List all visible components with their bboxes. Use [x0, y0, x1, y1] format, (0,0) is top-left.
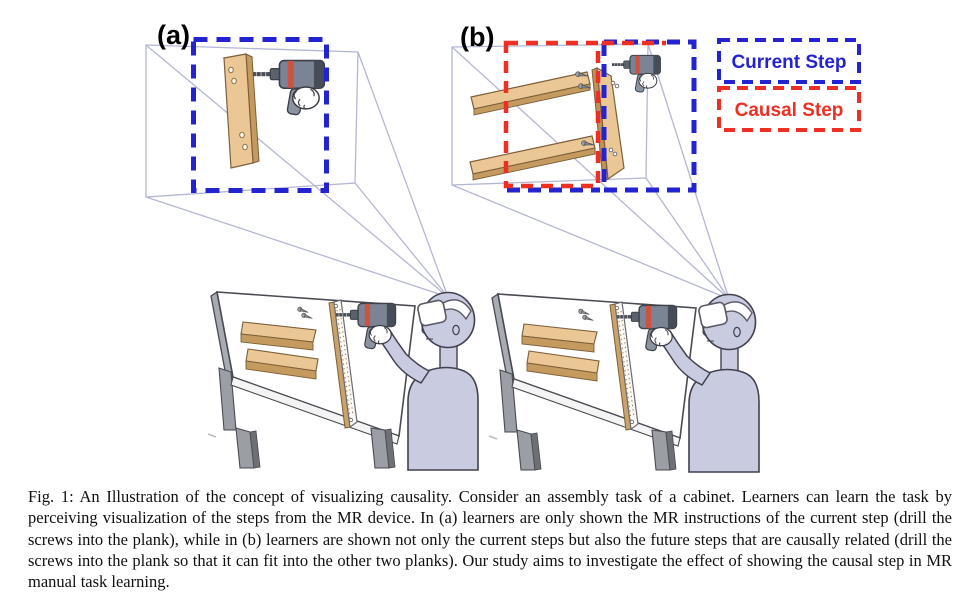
legend-causal-step-box	[717, 86, 861, 132]
causal-step-box-b	[503, 40, 601, 189]
panel-a-label: (a)	[157, 20, 190, 50]
legend: Current Step Causal Step	[717, 38, 861, 132]
drill-icon	[252, 59, 326, 117]
projection-rays-a	[145, 44, 449, 298]
projection-rays-b	[451, 43, 730, 300]
workstation-left	[208, 292, 478, 470]
current-step-box-a	[191, 37, 329, 193]
legend-current-step-label: Current Step	[731, 52, 846, 73]
legend-current-step-box	[717, 38, 861, 84]
workstation-right	[489, 294, 759, 472]
inset-b-content	[469, 54, 661, 182]
drill-icon	[611, 54, 661, 94]
wood-plank	[223, 53, 254, 169]
figure-caption: Fig. 1: An Illustration of the concept o…	[28, 487, 952, 592]
inset-a-content	[222, 53, 326, 169]
legend-causal-step-label: Causal Step	[735, 100, 844, 121]
panel-b-label: (b)	[460, 22, 494, 52]
